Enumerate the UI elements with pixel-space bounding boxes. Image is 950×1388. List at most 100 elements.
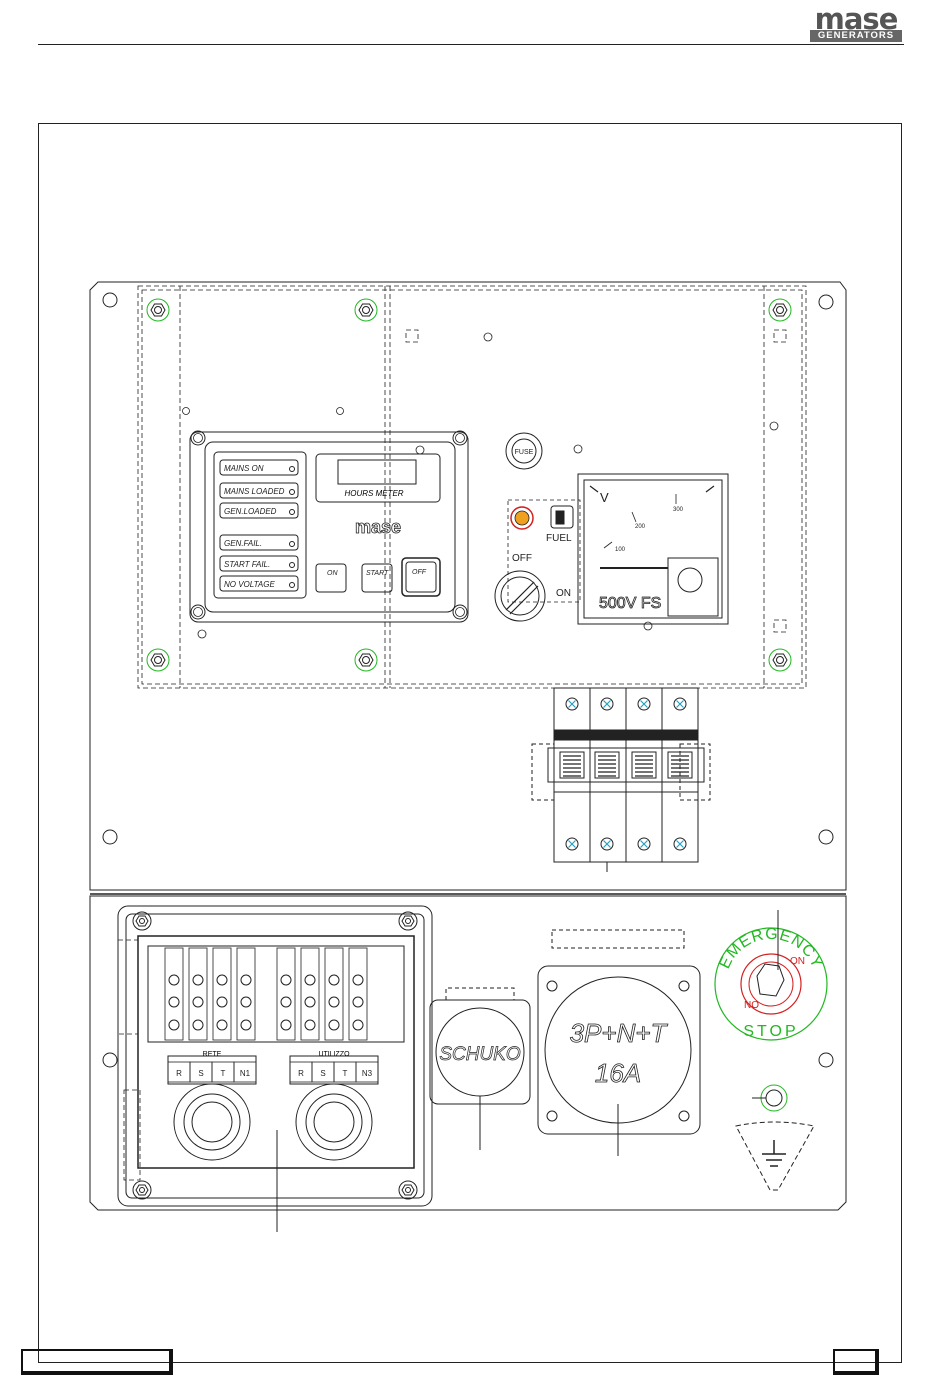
terminal-screw [217,1020,227,1030]
status-light-label: GEN.FAIL. [224,539,262,548]
terminal-screw [241,975,251,985]
ground-terminal [736,1085,814,1190]
terminal-screw [353,1020,363,1030]
three-phase-line1: 3P+N+T [570,1018,669,1048]
terminal-screw [217,975,227,985]
status-light: START FAIL. [220,556,298,571]
terminal-block [213,948,231,1040]
svg-text:OFF: OFF [412,569,427,576]
emergency-stop-button[interactable]: EMERGENCY STOP ON NO [715,910,827,1040]
fuel-label: FUEL [546,533,572,544]
terminal-screw [241,997,251,1007]
socket-screws [547,981,689,1121]
terminal-screw [305,997,315,1007]
terminal-screw [193,975,203,985]
off-button[interactable]: OFF [402,558,440,596]
breaker-handle [560,752,584,778]
terminal-screw [169,975,179,985]
status-light: GEN.LOADED [220,503,298,518]
utilizzo-cell-label: N3 [362,1069,373,1078]
voltmeter-tick-label: 200 [635,524,646,530]
breaker-handle [632,752,656,778]
ignition-key-switch[interactable] [495,571,545,621]
terminal-screw [241,1020,251,1030]
fuse-label: FUSE [515,449,534,456]
terminal-screw [305,1020,315,1030]
svg-text:ON: ON [327,570,338,577]
terminal-screw [217,997,227,1007]
ground-symbol-icon [762,1140,786,1166]
terminal-screw [329,975,339,985]
rete-cell-label: N1 [240,1069,251,1078]
schuko-socket[interactable]: SCHUKO [430,988,530,1150]
warning-lamp [511,507,533,529]
utilizzo-cell-label: S [320,1069,325,1078]
rete-cell-label: S [198,1069,203,1078]
utilizzo-label: UTILIZZO [318,1051,350,1058]
status-light: MAINS ON [220,460,298,475]
status-light-label: GEN.LOADED [224,507,277,516]
status-lights: MAINS ON MAINS LOADED GEN.LOADED GEN.FAIL. S… [220,460,298,591]
voltmeter-tick-label: 100 [615,547,626,553]
breaker-screw [674,698,686,710]
emergency-no-label: NO [744,1000,759,1011]
fuel-icon [551,506,573,528]
voltmeter-unit: V [600,490,609,505]
panel-corner-holes [103,293,833,1067]
terminal-screw [169,1020,179,1030]
status-light: MAINS LOADED [220,483,298,498]
terminal-block [189,948,207,1040]
breaker-screw [566,838,578,850]
emergency-on-label: ON [790,956,805,967]
key-off-label: OFF [512,553,532,564]
terminal-screw [193,1020,203,1030]
status-light-label: START FAIL. [224,560,270,569]
terminal-screw [281,1020,291,1030]
rete-cell-label: T [221,1069,226,1078]
breaker-screw [601,838,613,850]
terminal-screws [165,948,367,1040]
terminal-screw [193,997,203,1007]
terminal-screw [281,997,291,1007]
green-nuts [147,299,791,671]
terminal-block [349,948,367,1040]
breaker-screw [674,838,686,850]
status-light-label: MAINS ON [224,464,264,473]
hours-meter-label: HOURS METER [344,489,403,498]
svg-text:START: START [366,570,389,577]
terminal-screw [353,975,363,985]
footer-box-left [21,1349,173,1375]
terminal-screw [305,975,315,985]
breaker-screw [638,698,650,710]
start-button[interactable]: START [362,564,392,592]
voltmeter-full-scale: 500V FS [599,595,661,612]
terminal-block [165,948,183,1040]
terminal-screw [281,975,291,985]
breaker-handle [595,752,619,778]
breaker-screw [601,698,613,710]
rete-terminals: RSTN1 [168,1062,256,1082]
terminal-block [277,948,295,1040]
rete-label: RETE [203,1051,222,1058]
status-light-label: MAINS LOADED [224,487,285,496]
circuit-breaker[interactable] [532,688,710,872]
voltmeter-tick-label: 300 [673,507,684,513]
status-light-label: NO VOLTAGE [224,580,275,589]
status-light: NO VOLTAGE [220,576,298,591]
status-light: GEN.FAIL. [220,535,298,550]
schuko-label: SCHUKO [439,1044,521,1065]
on-button[interactable]: ON [316,564,346,592]
terminal-block [325,948,343,1040]
terminal-block [301,948,319,1040]
three-phase-socket[interactable]: 3P+N+T 16A [538,930,700,1156]
voltmeter-ticks: 100 200 300 [615,507,684,553]
fuse-holder[interactable]: FUSE [506,433,542,469]
breaker-screw [566,698,578,710]
utilizzo-cell-label: T [343,1069,348,1078]
stop-label: STOP [743,1023,798,1040]
terminal-screw [329,997,339,1007]
terminal-screw [169,997,179,1007]
footer-box-right [833,1349,879,1375]
